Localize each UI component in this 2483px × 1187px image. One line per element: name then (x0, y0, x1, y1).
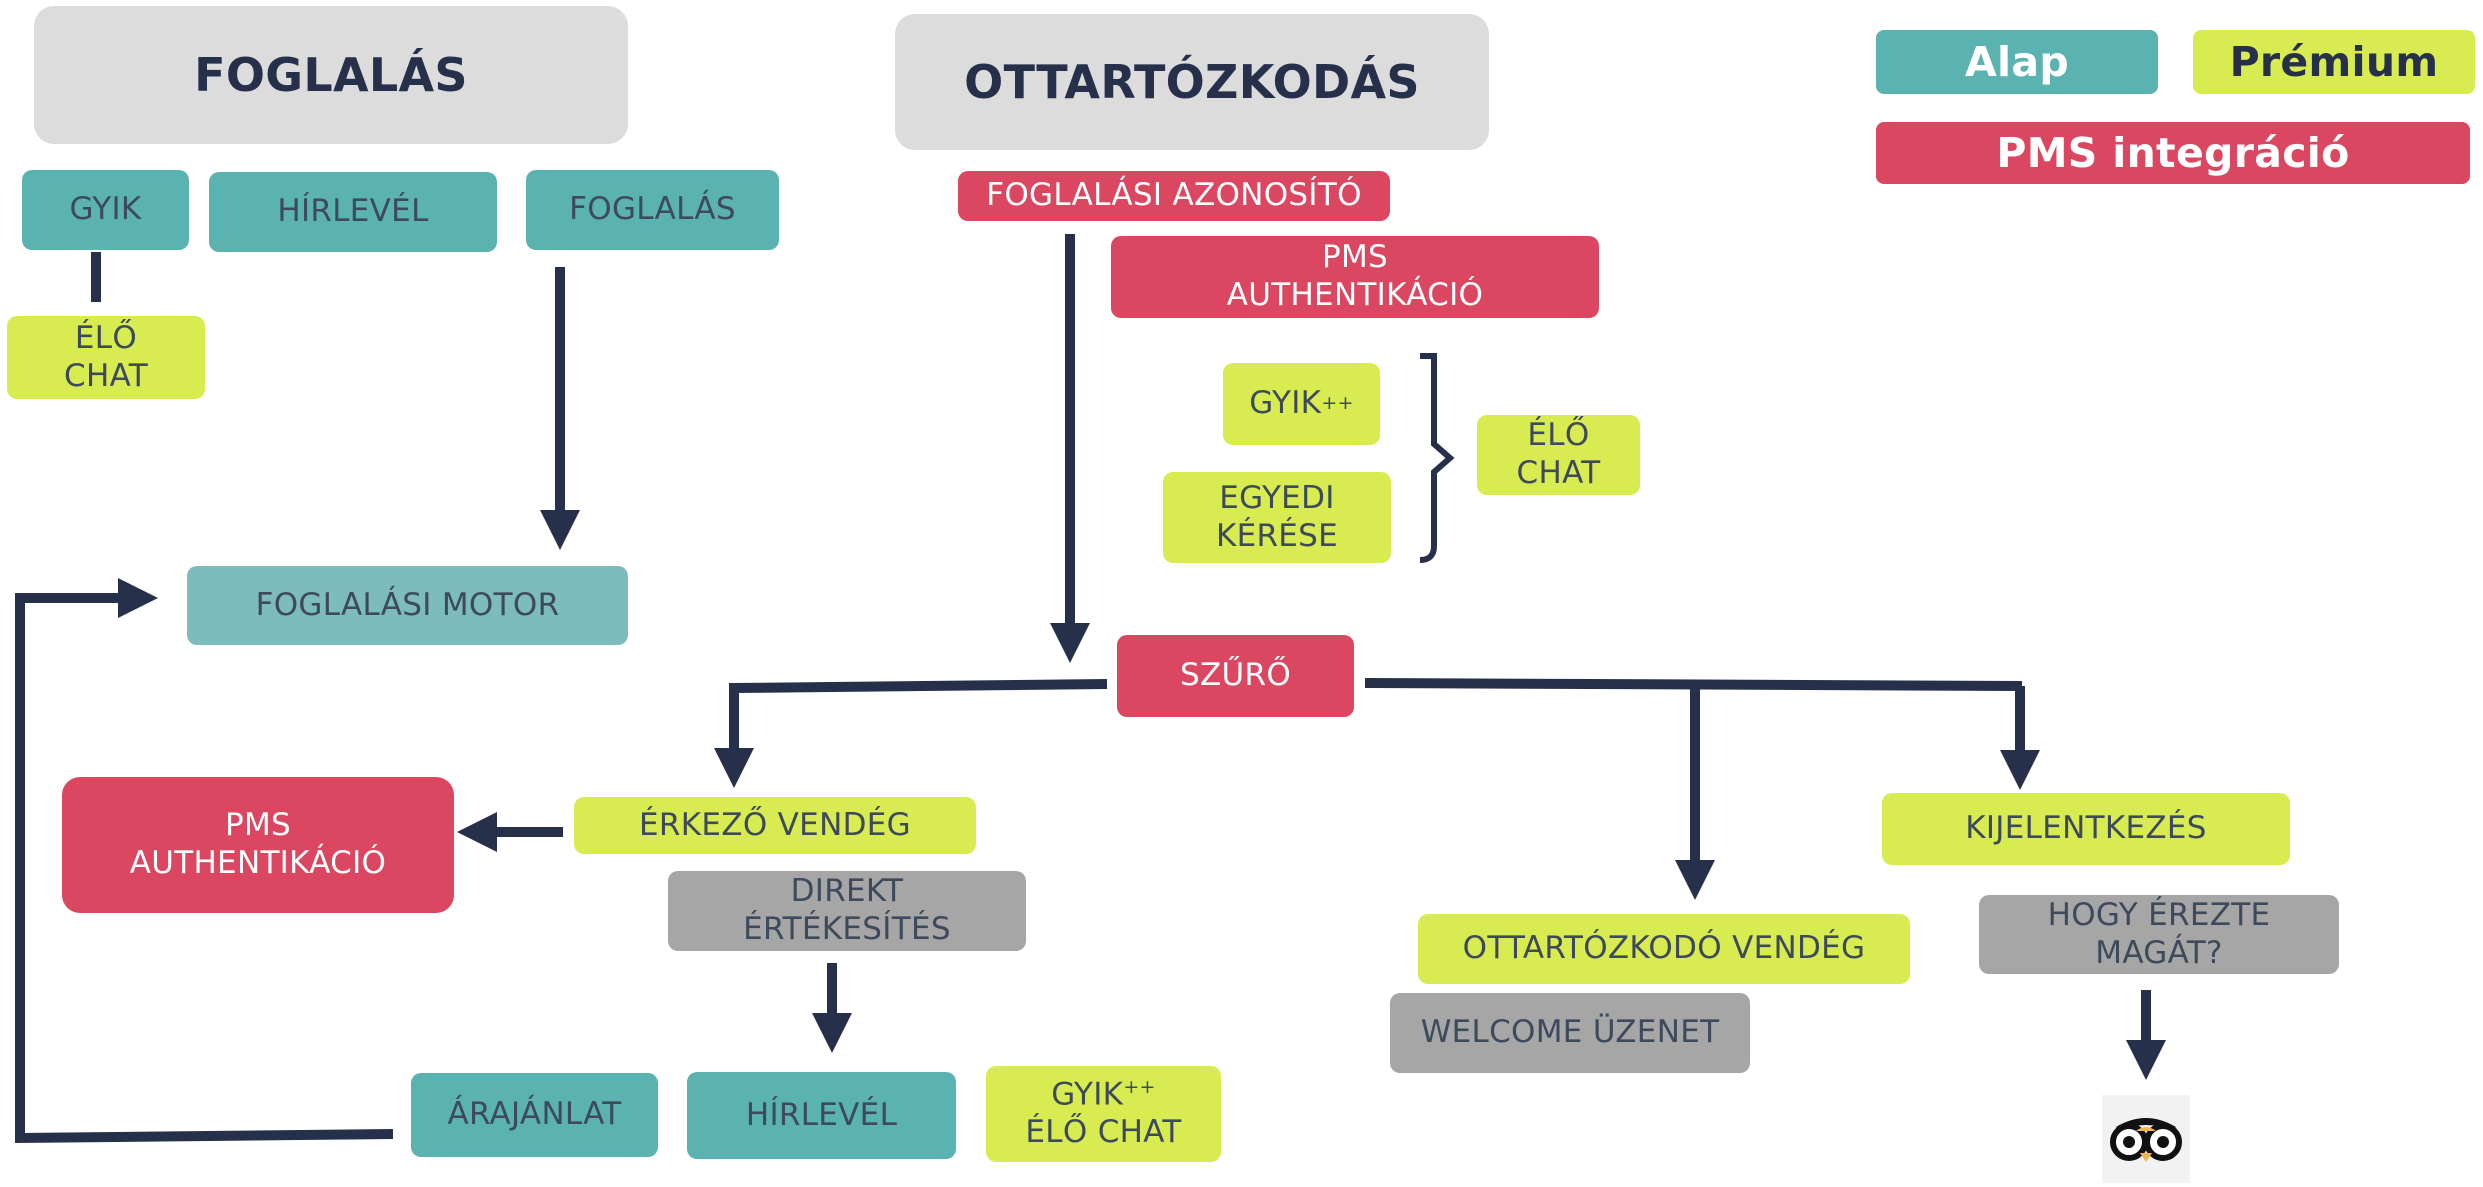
feedback-question: HOGY ÉREZTE MAGÁT? (1979, 895, 2339, 974)
direct-sales-label: DIREKT ÉRTÉKESÍTÉS (743, 873, 951, 947)
stay-custom-request: EGYEDI KÉRÉSE (1163, 472, 1391, 563)
arriving-newsletter: HÍRLEVÉL (687, 1072, 956, 1159)
feedback-question-label: HOGY ÉREZTE MAGÁT? (2047, 896, 2271, 971)
legend-basic: Alap (1876, 30, 2158, 94)
stay-booking-id: FOGLALÁSI AZONOSÍTÓ (958, 171, 1390, 221)
faq-live-chat-line1: GYIK++ (1051, 1076, 1156, 1114)
stay-faq-plus: GYIK++ (1223, 363, 1380, 445)
stay-header: OTTARTÓZKODÁS (895, 14, 1489, 150)
stay-pms-auth-label: PMS AUTHENTIKÁCIÓ (1226, 239, 1484, 313)
stay-custom-request-label: EGYEDI KÉRÉSE (1215, 479, 1339, 554)
filter-right-branch (1364, 678, 2023, 691)
tripadvisor-logo-icon (2102, 1095, 2190, 1183)
welcome-message: WELCOME ÜZENET (1390, 993, 1750, 1073)
legend-premium: Prémium (2193, 30, 2475, 94)
stay-filter: SZŰRŐ (1117, 635, 1354, 717)
bracket (1419, 353, 1455, 563)
stay-live-chat-label: ÉLŐ CHAT (1516, 417, 1601, 491)
faq-live-chat: GYIK++ ÉLŐ CHAT (986, 1066, 1221, 1162)
faq-live-chat-faq: GYIK (1051, 1076, 1124, 1113)
booking-header: FOGLALÁS (34, 6, 628, 144)
booking-live-chat-label: ÉLŐ CHAT (64, 319, 148, 394)
filter-to-arriving-arrow (714, 679, 1108, 788)
booking-engine: FOGLALÁSI MOTOR (187, 566, 628, 645)
direct-sales: DIREKT ÉRTÉKESÍTÉS (668, 871, 1026, 951)
arriving-guest: ÉRKEZŐ VENDÉG (574, 797, 976, 854)
stay-pms-auth: PMS AUTHENTIKÁCIÓ (1111, 236, 1599, 318)
quote-to-engine-arrow (15, 578, 394, 1144)
faq-live-chat-sup: ++ (1123, 1076, 1156, 1099)
quote: ÁRAJÁNLAT (411, 1073, 658, 1157)
stay-faq-plus-sup: ++ (1321, 392, 1354, 415)
faq-live-chat-line2: ÉLŐ CHAT (1025, 1114, 1182, 1151)
booking-live-chat: ÉLŐ CHAT (7, 316, 205, 399)
stay-faq-plus-label: GYIK (1249, 385, 1322, 422)
booking-booking: FOGLALÁS (526, 170, 779, 250)
staying-guest: OTTARTÓZKODÓ VENDÉG (1418, 914, 1910, 984)
arriving-pms-auth: PMS AUTHENTIKÁCIÓ (62, 777, 454, 913)
stay-live-chat: ÉLŐ CHAT (1477, 415, 1640, 495)
checkout: KIJELENTKEZÉS (1882, 793, 2290, 865)
booking-newsletter: HÍRLEVÉL (209, 172, 497, 252)
booking-faq: GYIK (22, 170, 189, 250)
legend-pms: PMS integráció (1876, 122, 2470, 184)
arriving-pms-auth-label: PMS AUTHENTIKÁCIÓ (129, 807, 387, 881)
